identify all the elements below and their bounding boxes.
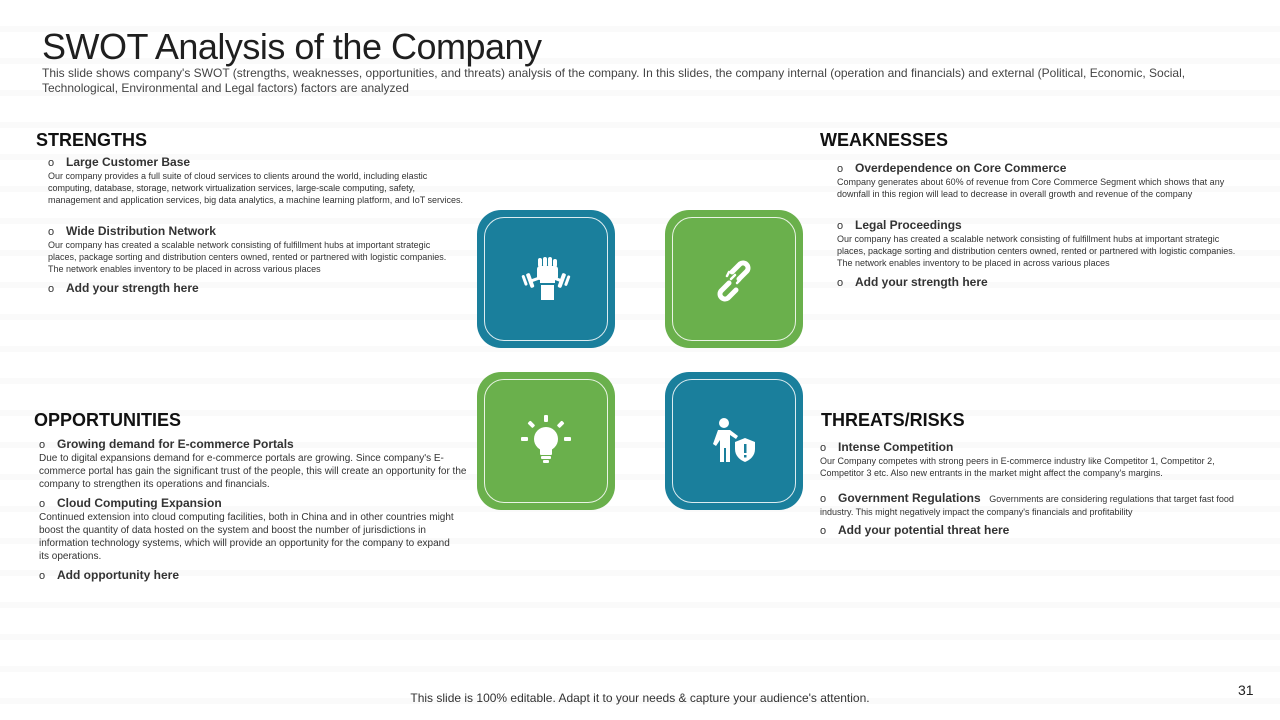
- item-title: Add opportunity here: [57, 568, 179, 582]
- bullet-marker: o: [837, 163, 844, 175]
- item-title: Legal Proceedings: [855, 218, 962, 232]
- weaknesses-heading: WEAKNESSES: [820, 130, 949, 150]
- bullet-marker: o: [48, 283, 55, 295]
- bullet-marker: o: [820, 442, 827, 454]
- page-title: SWOT Analysis of the Company: [42, 26, 542, 67]
- bullet-marker: o: [39, 570, 46, 582]
- item-title: Cloud Computing Expansion: [57, 496, 222, 510]
- item-title: Add your potential threat here: [838, 523, 1010, 537]
- strength-item: o Add your strength here: [48, 281, 448, 296]
- item-title: Wide Distribution Network: [66, 224, 216, 238]
- threat-item: o Government Regulations Governments are …: [820, 491, 1248, 518]
- weaknesses-tile: [665, 210, 803, 348]
- bullet-marker: o: [39, 498, 46, 510]
- broken-link-icon: [717, 260, 751, 302]
- opportunity-item: o Growing demand for E-commerce Portals D…: [39, 437, 479, 491]
- item-text: Our company has created a scalable netwo…: [837, 234, 1236, 268]
- item-text: Company generates about 60% of revenue f…: [837, 177, 1225, 199]
- threats-tile: [665, 372, 803, 510]
- item-title: Government Regulations: [838, 491, 981, 505]
- item-text: Due to digital expansions demand for e-c…: [39, 453, 467, 490]
- item-text: Our company has created a scalable netwo…: [48, 240, 447, 274]
- threat-item: o Intense Competition Our Company compete…: [820, 440, 1248, 479]
- bullet-marker: o: [48, 226, 55, 238]
- strong-fist-icon: [521, 257, 571, 300]
- lightbulb-icon: [521, 415, 571, 463]
- page-number: 31: [1238, 682, 1254, 698]
- bullet-marker: o: [48, 157, 55, 169]
- opportunity-item: o Add opportunity here: [39, 568, 459, 583]
- threat-item: o Add your potential threat here: [820, 523, 1248, 538]
- item-title: Add your strength here: [66, 281, 199, 295]
- item-text: Our company provides a full suite of clo…: [48, 171, 464, 205]
- weakness-item: o Overdependence on Core Commerce Company…: [837, 161, 1237, 200]
- weakness-item: o Legal Proceedings Our company has creat…: [837, 218, 1237, 269]
- opportunity-item: o Cloud Computing Expansion Continued ext…: [39, 496, 459, 563]
- item-text: Governments are considering regulations …: [820, 494, 1234, 517]
- page-subtitle: This slide shows company's SWOT (strengt…: [42, 66, 1186, 95]
- strength-item: o Wide Distribution Network Our company h…: [48, 224, 448, 275]
- bullet-marker: o: [837, 277, 844, 289]
- opportunities-heading: OPPORTUNITIES: [34, 410, 182, 430]
- bullet-marker: o: [820, 525, 827, 537]
- item-text: Our Company competes with strong peers i…: [820, 456, 1215, 478]
- item-text: Continued extension into cloud computing…: [39, 512, 454, 562]
- footer-note: This slide is 100% editable. Adapt it to…: [410, 691, 870, 705]
- bullet-marker: o: [39, 439, 46, 451]
- bullet-marker: o: [820, 493, 827, 505]
- item-title: Overdependence on Core Commerce: [855, 161, 1067, 175]
- item-title: Large Customer Base: [66, 155, 191, 169]
- bullet-marker: o: [837, 220, 844, 232]
- opportunities-tile: [477, 372, 615, 510]
- strengths-heading: STRENGTHS: [36, 130, 148, 150]
- item-title: Intense Competition: [838, 440, 954, 454]
- strengths-tile: [477, 210, 615, 348]
- person-shield-icon: [713, 418, 755, 462]
- strength-item: o Large Customer Base Our company provide…: [48, 155, 468, 206]
- item-title: Add your strength here: [855, 275, 988, 289]
- item-title: Growing demand for E-commerce Portals: [57, 437, 294, 451]
- threats-heading: THREATS/RISKS: [821, 410, 965, 430]
- weakness-item: o Add your strength here: [837, 275, 1237, 290]
